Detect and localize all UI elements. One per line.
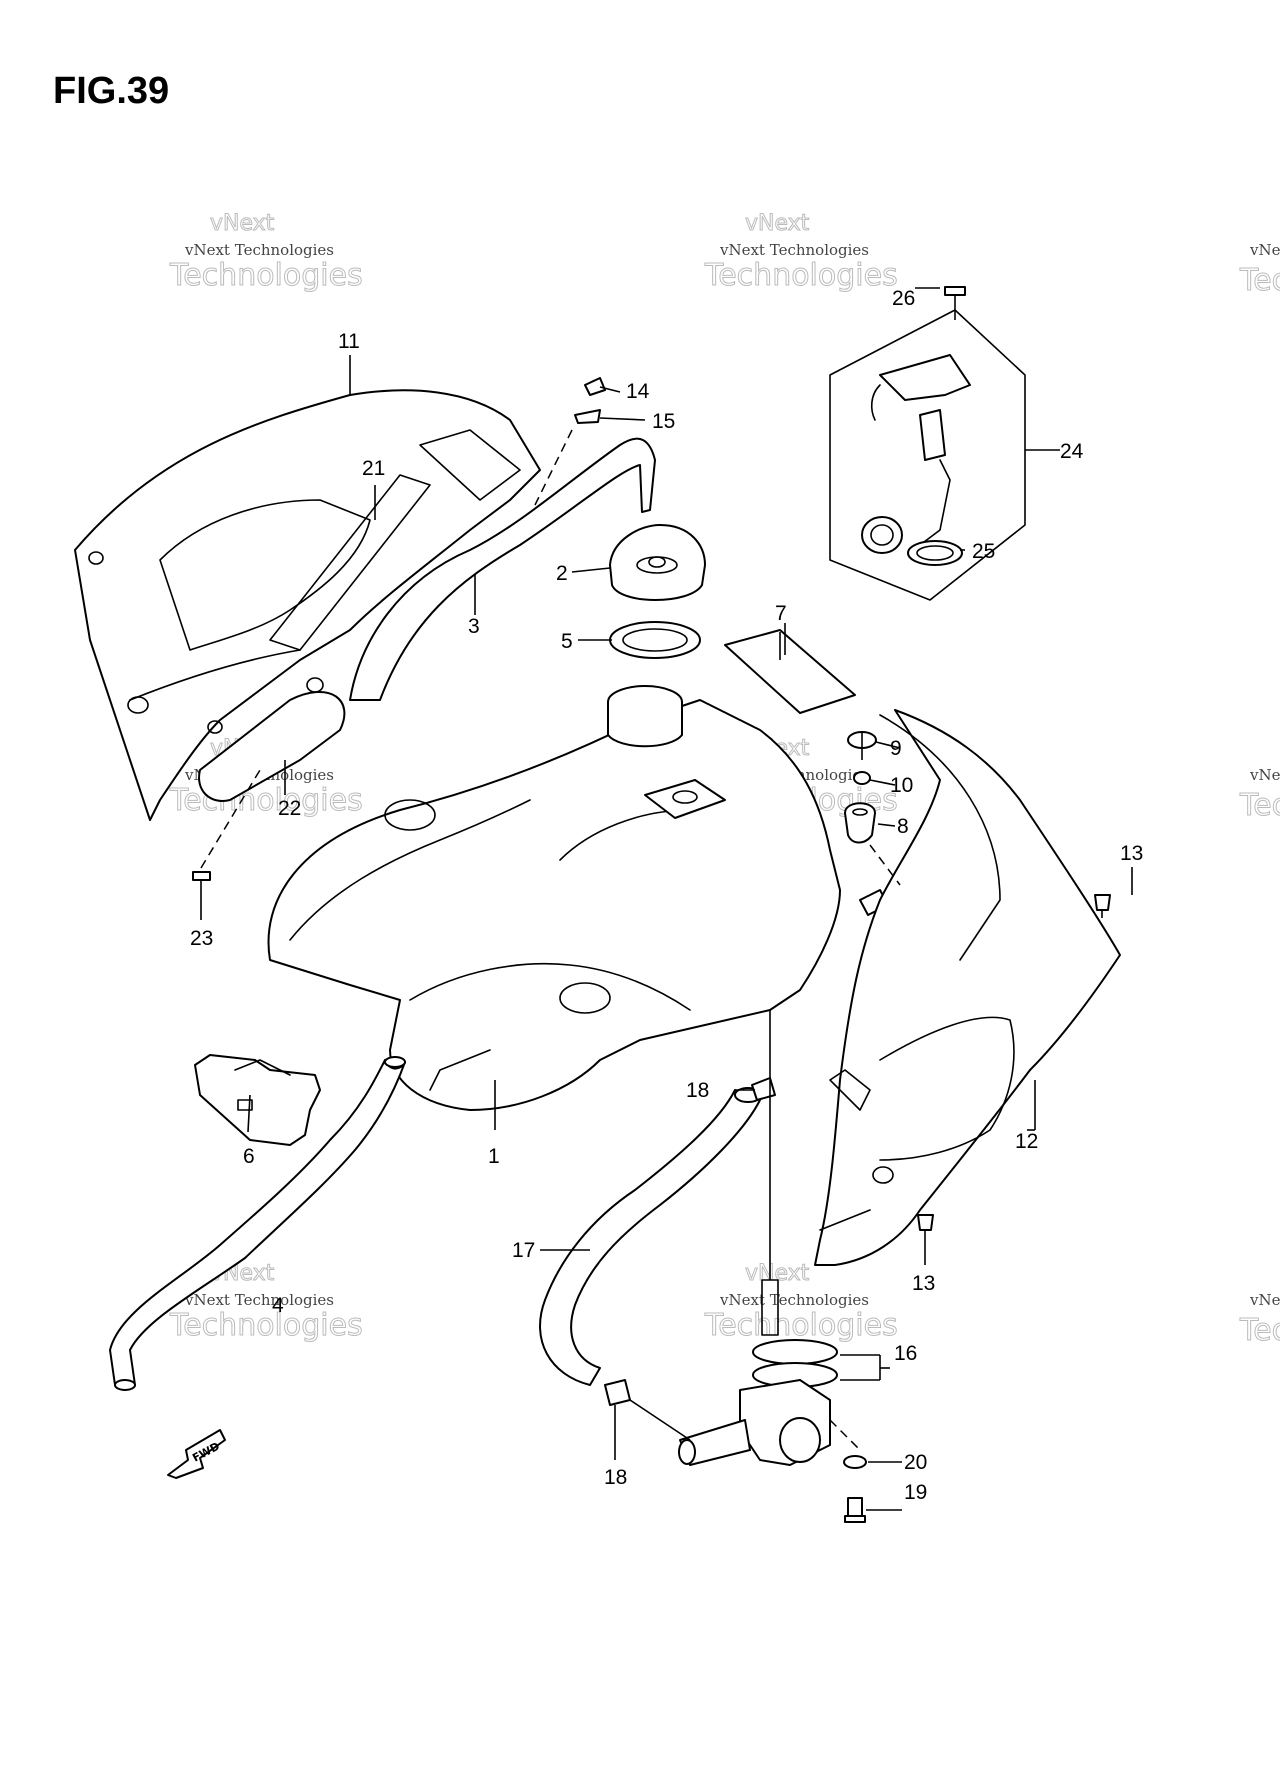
callout-14: 14 [626,380,650,403]
part-22-bracket [198,677,346,802]
callout-10: 10 [890,774,913,797]
svg-text:Technologies: Technologies [169,783,363,818]
part-19-bolt [844,1497,866,1523]
svg-text:vNext Technologies: vNext Technologies [719,241,869,259]
callout-13-lower: 13 [912,1272,935,1295]
svg-text:Technologies: Technologies [704,258,898,293]
callout-24: 24 [1060,440,1084,463]
part-2-fuel-cap [609,524,706,601]
part-5-gasket [609,621,701,659]
figure-title: FIG.39 [53,70,170,112]
svg-text:vNext: vNext [210,211,275,236]
part-13-clip-lower [917,1214,934,1240]
callout-22: 22 [278,797,301,820]
svg-text:vNe: vNe [1249,241,1280,259]
callout-19: 19 [904,1481,927,1504]
callout-25: 25 [972,540,995,563]
svg-text:vNext Technologies: vNext Technologies [184,1291,334,1309]
callout-11: 11 [338,330,360,353]
part-15-clip [574,409,601,424]
svg-text:Technologies: Technologies [704,1308,898,1343]
part-25-o-ring [907,540,963,566]
watermark-bottom-center: vNext vNext Technologies Technologies [704,1261,899,1344]
svg-text:vNext: vNext [745,211,810,236]
callout-23: 23 [190,927,213,950]
part-20-washer [843,1455,867,1469]
callout-3: 3 [468,615,480,638]
part-23-screw [192,769,261,895]
part-18-clamp-lower [604,1379,631,1406]
callout-1: 1 [488,1145,500,1168]
watermark-top-center: vNext vNext Technologies Technologies [704,211,899,294]
callout-20: 20 [904,1451,927,1474]
watermark-top-right: vNe Tec [1239,241,1280,299]
svg-text:vNe: vNe [1249,1291,1280,1309]
part-12-right-cover [814,709,1121,1266]
svg-text:Tec: Tec [1239,263,1280,298]
svg-text:Technologies: Technologies [169,258,363,293]
svg-text:Tec: Tec [1239,788,1280,823]
watermark-bottom-right: vNe Tec [1239,1291,1280,1349]
part-8-grommet [844,802,901,886]
svg-text:vNext Technologies: vNext Technologies [184,241,334,259]
watermark-bottom-left: vNext vNext Technologies Technologies [169,1261,364,1344]
part-1-fuel-tank [267,685,889,1130]
part-10-collar [853,771,871,785]
callout-4: 4 [272,1294,284,1317]
callout-13-upper: 13 [1120,842,1143,865]
watermark-top-left: vNext vNext Technologies Technologies [169,211,364,294]
callout-18-upper: 18 [686,1079,709,1102]
leader-lines [200,287,1133,1511]
svg-text:Tec: Tec [1239,1313,1280,1348]
part-6-holder [194,1054,321,1146]
part-7-pad [724,629,856,714]
svg-text:vNe: vNe [1249,766,1280,784]
part-16-packing [752,1339,838,1388]
callout-9: 9 [890,737,902,760]
callout-15: 15 [652,410,675,433]
callout-5: 5 [561,630,573,653]
fwd-arrow-icon: FWD [167,1429,226,1479]
part-9-damper [847,731,877,760]
part-3-breather-hose [349,437,656,701]
part-11-left-cover [74,389,541,821]
svg-text:Technologies: Technologies [169,1308,363,1343]
callout-26: 26 [892,287,915,310]
callout-8: 8 [897,815,909,838]
fuel-cock [629,1010,861,1466]
callout-17: 17 [512,1239,535,1262]
callout-16: 16 [894,1342,917,1365]
callout-7: 7 [775,602,787,625]
callout-12: 12 [1015,1130,1038,1153]
part-14-clip [584,377,606,396]
callout-6: 6 [243,1145,255,1168]
callout-2: 2 [556,562,568,585]
part-24-fuel-pump-assembly [829,309,1060,601]
part-21-decal [269,474,431,651]
watermark-mid-right: vNe Tec [1239,766,1280,824]
svg-text:vNext Technologies: vNext Technologies [719,1291,869,1309]
part-26-screw [944,286,966,320]
callout-21: 21 [362,457,385,480]
part-4-hose [109,1056,406,1391]
part-18-clamp-upper [751,1077,776,1101]
part-13-clip-upper [1094,894,1111,918]
callout-18-lower: 18 [604,1466,627,1489]
